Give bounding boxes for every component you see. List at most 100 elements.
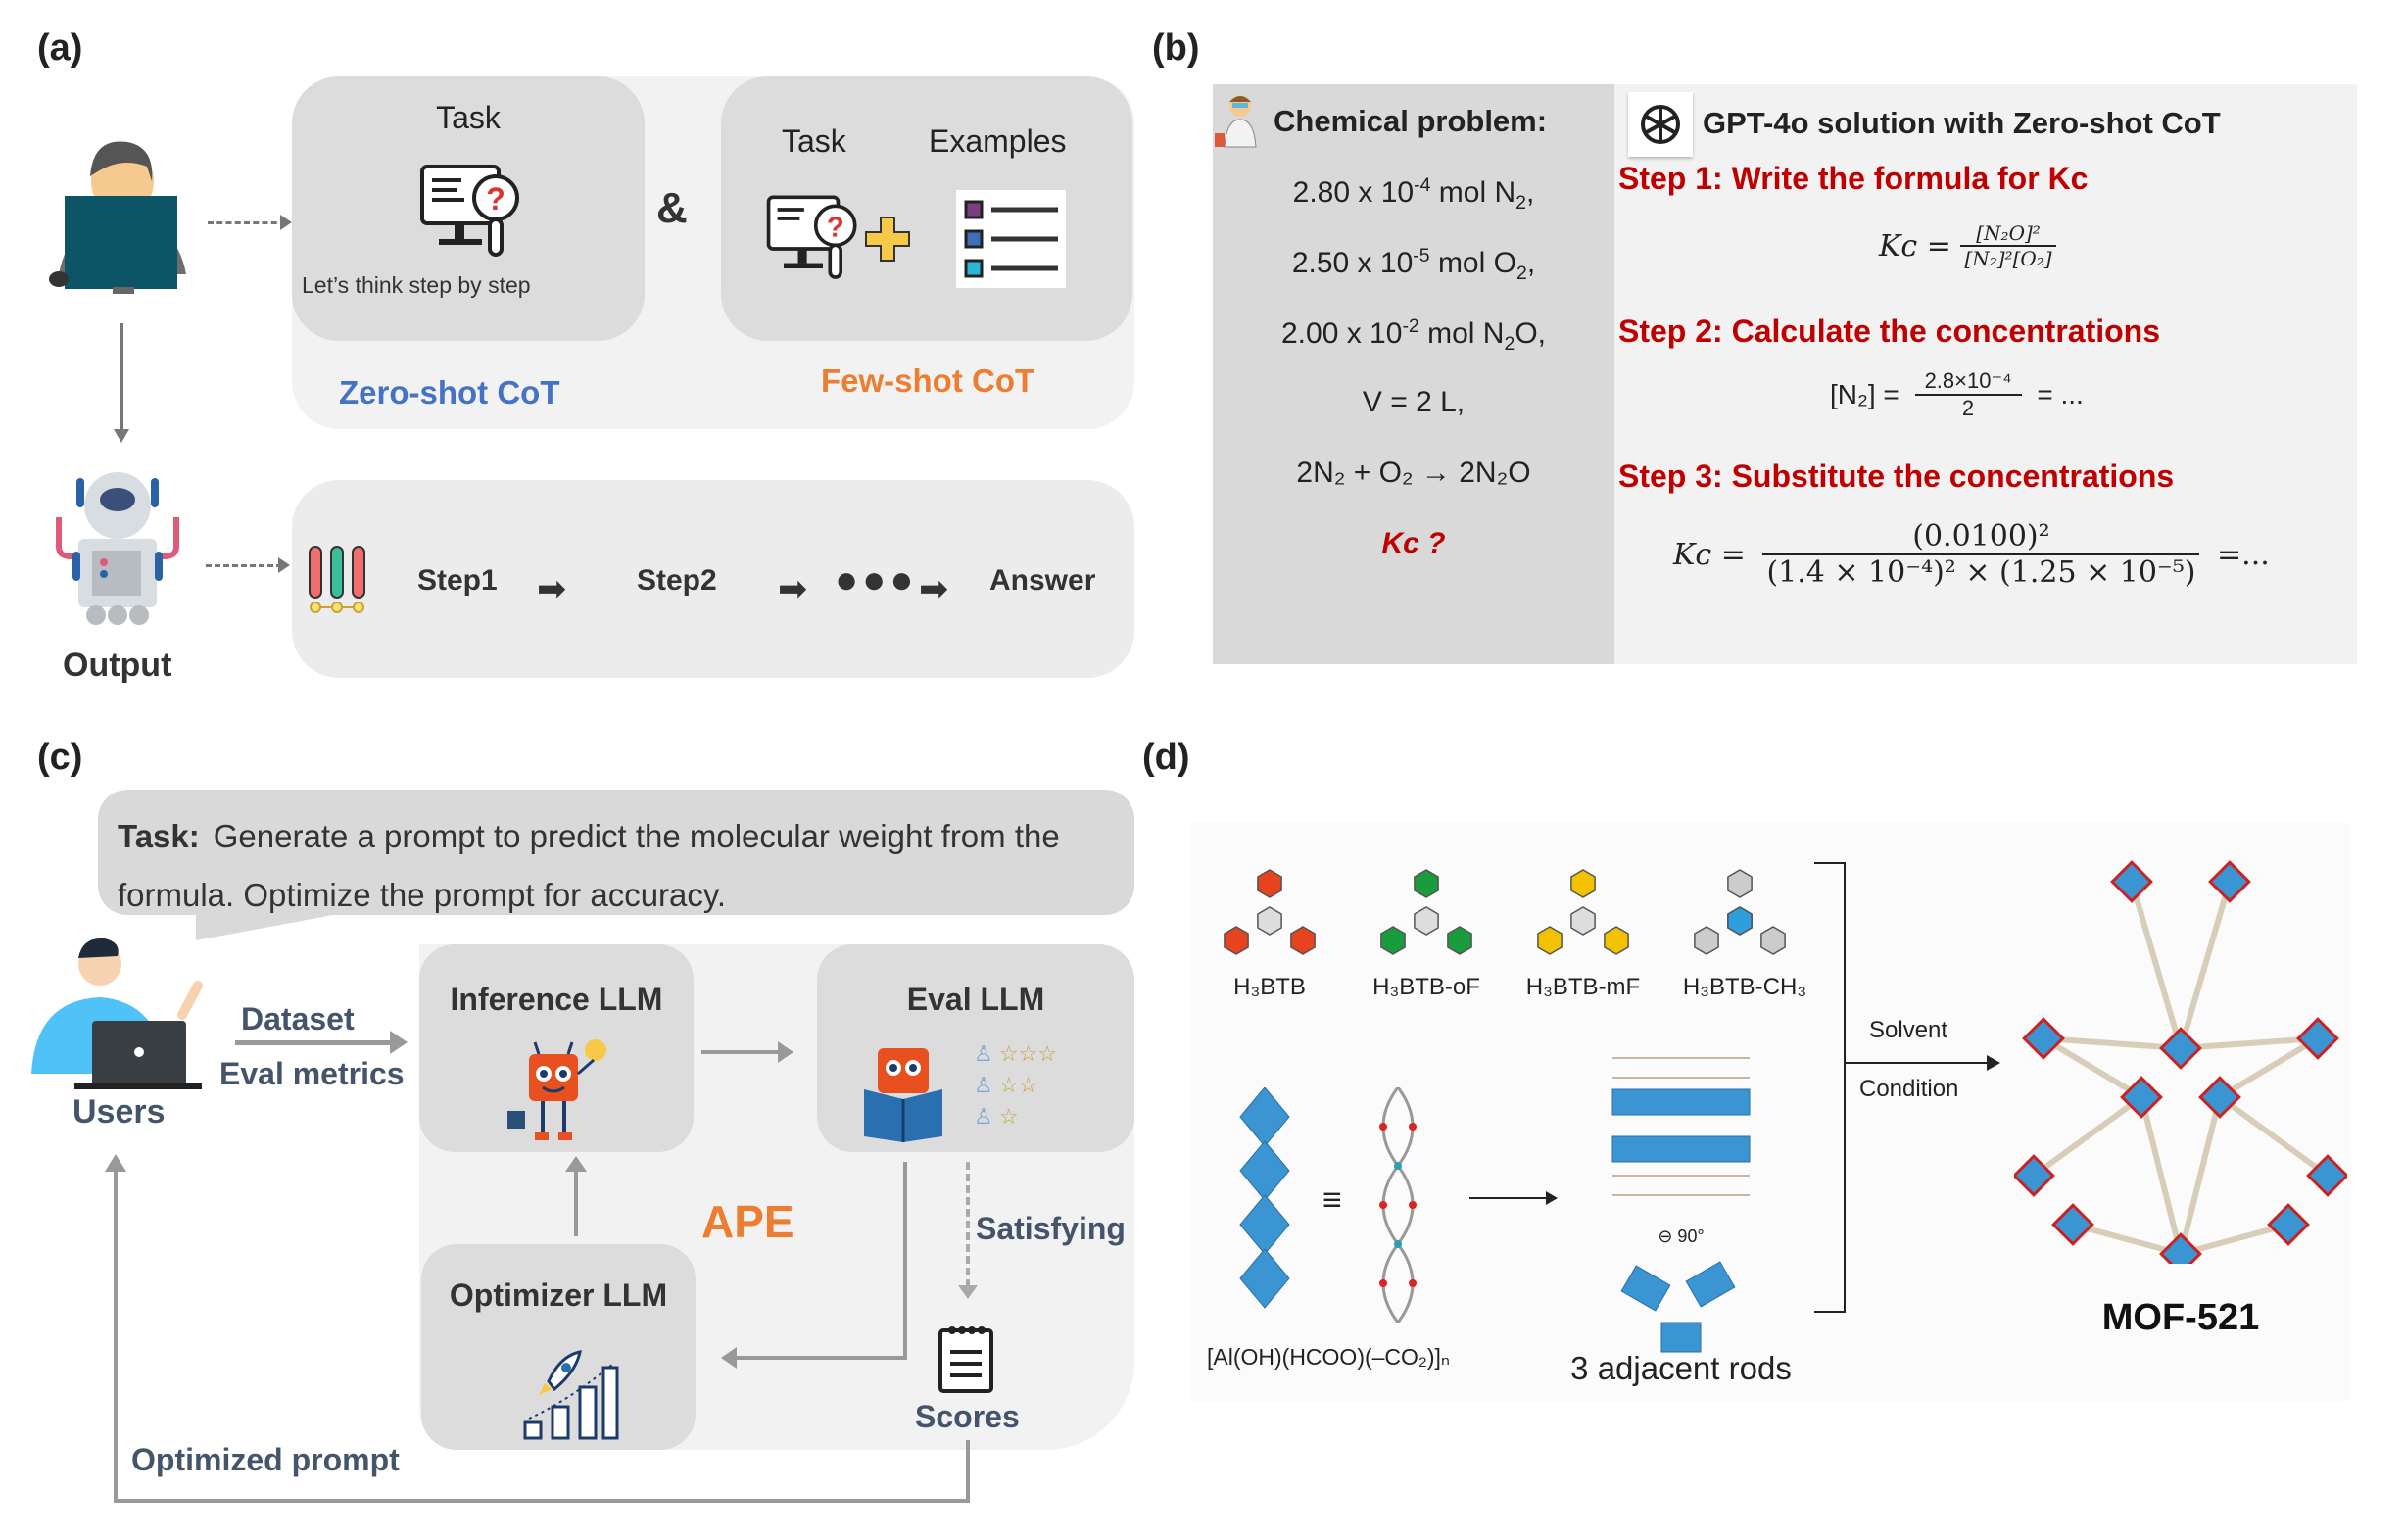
reaction-line: 2N₂ + O₂ → 2N₂O [1296, 457, 1531, 489]
plus-icon [864, 216, 911, 263]
user-laptop-icon [22, 927, 208, 1093]
linker-label: H₃BTB-oF [1372, 974, 1480, 1000]
ape-label: APE [701, 1196, 794, 1247]
satisfying-dashed-arrow [966, 1162, 970, 1287]
feedback-line [966, 1440, 970, 1503]
kc-substitution: Kᴄ = (0.0100)² (1.4 × 10⁻⁴)² × (1.25 × 1… [1673, 519, 2270, 590]
examples-label: Examples [929, 123, 1067, 159]
panel-b-label: (b) [1152, 27, 1200, 69]
linker-bond [2072, 1222, 2182, 1257]
optimizer-llm-label: Optimizer LLM [449, 1277, 668, 1313]
arrow-right-icon: ➡ [537, 568, 567, 608]
panel-a-label: (a) [37, 27, 83, 69]
openai-logo-icon [1628, 92, 1693, 157]
linker-label: H₃BTB-CH₃ [1682, 974, 1807, 1000]
eval-llm-label: Eval LLM [906, 982, 1045, 1017]
problem-panel: Chemical problem: 2.80 x 10-4 mol N2, 2.… [1213, 84, 1614, 664]
problem-line-n2: 2.80 x 10-4 mol N2, [1292, 174, 1535, 214]
feedback-line [114, 1164, 118, 1503]
robot-reading-icon [860, 1035, 950, 1142]
eval-llm-box: Eval LLM ♙ ☆☆☆ ♙ ☆☆ ♙ ☆ [817, 944, 1134, 1152]
ellipsis-dots-icon: ●●● [835, 558, 918, 602]
benzene-ring [1537, 926, 1563, 955]
benzene-ring [1447, 926, 1472, 955]
bracket [1814, 862, 1846, 1313]
metal-cluster [2051, 1203, 2094, 1246]
benzene-ring [1414, 906, 1439, 936]
benzene-ring [1290, 926, 1316, 955]
linker-molecules [1191, 842, 1818, 970]
task-label: Task [436, 100, 501, 135]
optimizer-to-inference-arrow [574, 1162, 578, 1236]
monitor-question-icon: ? [417, 159, 525, 266]
robot-icon [39, 468, 196, 635]
chemist-icon [1213, 90, 1262, 149]
few-shot-task-label: Task [782, 123, 846, 159]
scores-label: Scores [915, 1399, 1020, 1434]
step1-label: Step1 [417, 564, 498, 597]
volume-line: V = 2 L, [1362, 386, 1466, 418]
down-arrow-head-icon [114, 429, 129, 443]
step-1-heading: Step 1: Write the formula for Kᴄ [1618, 161, 2089, 196]
dashed-arrow [208, 221, 286, 224]
mof-521-structure-icon [2012, 852, 2349, 1275]
metal-cluster [2296, 1017, 2339, 1060]
ampersand: & [656, 184, 688, 232]
optimizer-llm-box: Optimizer LLM [421, 1244, 696, 1450]
eval-to-optimizer-line [737, 1356, 907, 1360]
linker-label: H₃BTB [1233, 974, 1306, 1000]
ball-stick-rod-icon [1364, 1086, 1432, 1323]
rating-stars-icon: ♙ ☆☆☆ ♙ ☆☆ ♙ ☆ [974, 1041, 1058, 1129]
benzene-ring [1727, 906, 1753, 936]
benzene-ring [1257, 906, 1282, 936]
chemical-problem-title: Chemical problem: [1274, 104, 1548, 138]
arrow-head-icon [721, 1347, 737, 1369]
equivalence-symbol: ≡ [1322, 1181, 1342, 1219]
metal-cluster [2306, 1154, 2349, 1197]
dataset-label: Dataset [241, 1001, 355, 1036]
metal-cluster [2159, 1027, 2202, 1070]
task-text: Task:Generate a prompt to predict the mo… [118, 818, 1060, 913]
task-speech-bubble: Task:Generate a prompt to predict the mo… [98, 790, 1134, 915]
arrow-head-icon [390, 1031, 408, 1054]
linker-bond [2139, 1096, 2184, 1255]
arrow-head-icon [565, 1156, 587, 1172]
benzene-ring [1694, 926, 1719, 955]
arrow-head-icon [280, 215, 292, 230]
few-shot-title: Few-shot CoT [821, 362, 1035, 399]
linker-bond [2180, 1222, 2289, 1257]
metal-cluster [2208, 860, 2251, 903]
linker-bond [2042, 1035, 2143, 1100]
examples-list-icon [956, 190, 1066, 288]
metal-cluster [2267, 1203, 2310, 1246]
rod-formula: [Al(OH)(HCOO)(–CO₂)]ₙ [1207, 1344, 1451, 1370]
few-shot-box: Task Examples ? [721, 76, 1132, 341]
polyhedra-rod-icon [1230, 1086, 1299, 1323]
rocket-growth-icon [519, 1342, 621, 1440]
benzene-ring [1760, 926, 1786, 955]
panel-c-label: (c) [37, 737, 83, 778]
benzene-ring [1414, 869, 1439, 898]
svg-text:?: ? [827, 212, 844, 243]
arrow-head-icon [1546, 1191, 1558, 1205]
reasoning-chain-box: Step1 ➡ Step2 ➡ ●●● ➡ Answer [292, 480, 1134, 678]
arrow-right-icon: ➡ [919, 568, 949, 608]
linker-bond [2129, 881, 2184, 1049]
metal-cluster [2022, 1017, 2065, 1060]
feedback-line [114, 1499, 970, 1503]
output-label: Output [63, 647, 172, 684]
metal-cluster [2159, 1232, 2202, 1275]
scores-notepad-icon [937, 1323, 995, 1393]
svg-text:?: ? [486, 181, 505, 217]
linker-bond [2180, 1035, 2319, 1051]
down-arrow-line [120, 323, 123, 431]
arrow-head-icon [958, 1285, 978, 1299]
arrow-head-icon [1987, 1055, 2000, 1071]
benzene-ring [1380, 926, 1406, 955]
svg-text:⊖ 90°: ⊖ 90° [1658, 1227, 1704, 1246]
benzene-ring [1604, 926, 1629, 955]
step-2-heading: Step 2: Calculate the concentrations [1618, 313, 2161, 349]
linker-bond [2218, 1094, 2330, 1179]
linker-bond [2218, 1035, 2320, 1100]
step-3-heading: Step 3: Substitute the concentrations [1618, 458, 2175, 494]
